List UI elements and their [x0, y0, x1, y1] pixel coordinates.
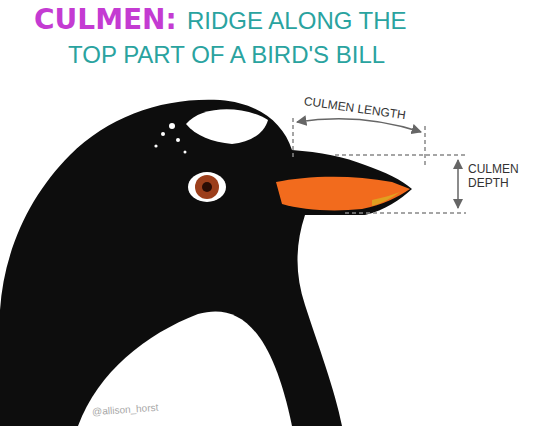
white-specks	[154, 123, 186, 154]
white-chest	[78, 311, 292, 426]
speck	[154, 144, 157, 147]
eye-patch	[186, 109, 268, 144]
eye	[188, 172, 226, 202]
speck	[184, 151, 187, 154]
penguin-head	[0, 100, 412, 426]
dimension-label: CULMEN LENGTH	[303, 94, 407, 122]
dashed-guide	[424, 126, 426, 168]
pupil	[202, 182, 212, 192]
dimension-label: CULMEN DEPTH	[468, 162, 532, 190]
title-word: CULMEN:	[34, 2, 177, 38]
dimension-lines	[293, 118, 466, 213]
lower-bill	[276, 177, 410, 211]
iris	[195, 175, 219, 199]
dashed-guide	[335, 154, 466, 156]
bill-tip	[372, 192, 400, 206]
speck	[176, 138, 180, 142]
eye-ring	[188, 172, 226, 202]
speck	[169, 123, 175, 129]
dashed-guide	[345, 212, 466, 214]
title-definition: RIDGE ALONG THE TOP PART OF A BIRD'S BIL…	[68, 4, 440, 72]
dashed-guide	[292, 118, 294, 160]
speck	[161, 132, 165, 136]
depth-arrow	[457, 160, 459, 208]
